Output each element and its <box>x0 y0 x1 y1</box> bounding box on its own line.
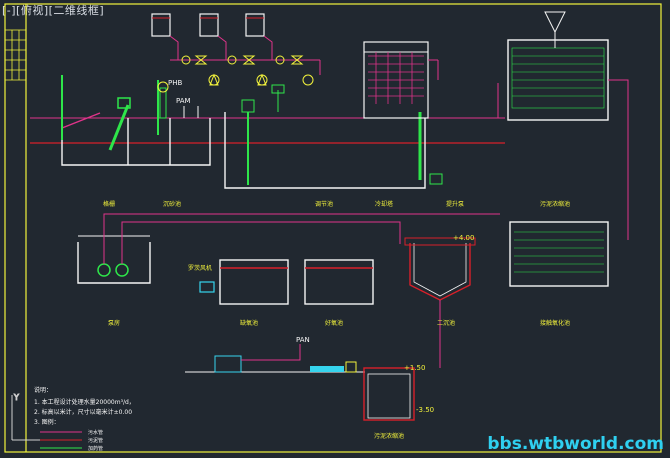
svg-text:Y: Y <box>13 393 19 402</box>
unit-labels-row1: 格栅 沉砂池 调节池 冷却塔 提升泵 污泥浓缩池 <box>103 200 570 208</box>
svg-text:沉砂池: 沉砂池 <box>163 200 181 208</box>
drawing-frame <box>4 3 662 453</box>
elevation-lamella: +1.50 <box>404 364 425 372</box>
legend-chemical: 加药管 <box>88 445 103 452</box>
legend-water: 污水管 <box>88 429 103 436</box>
legend-sludge: 污泥管 <box>88 437 103 444</box>
svg-text:调节池: 调节池 <box>315 200 333 208</box>
unit-labels-row2: 泵房 缺氧池 好氧池 二沉池 接触氧化池 <box>108 319 570 327</box>
elevation-base: -3.50 <box>416 406 434 414</box>
notes-line-1: 1. 本工程设计处理水量20000m³/d， <box>34 398 135 406</box>
label-pam-lower: PAN <box>296 336 310 344</box>
svg-text:二沉池: 二沉池 <box>437 319 455 327</box>
svg-text:污泥浓缩池: 污泥浓缩池 <box>374 432 404 440</box>
viewport-control-label[interactable]: [-][俯视][二维线框] <box>2 4 105 17</box>
notes-block: 说明： 1. 本工程设计处理水量20000m³/d， 2. 标高以米计，尺寸以毫… <box>34 386 135 426</box>
legend: 污水管 污泥管 加药管 <box>40 429 103 452</box>
blower: 罗茨风机 <box>188 264 215 293</box>
svg-text:冷却塔: 冷却塔 <box>375 200 393 208</box>
screen-equipment <box>61 75 169 151</box>
lower-process-line: PAN <box>185 336 365 373</box>
svg-text:泵房: 泵房 <box>108 319 120 327</box>
site-watermark: bbs.wtbworld.com <box>487 434 664 454</box>
notes-heading: 说明： <box>34 386 52 394</box>
svg-text:缺氧池: 缺氧池 <box>240 319 258 327</box>
pam-feed-top: PHB PAM <box>168 79 199 118</box>
svg-text:提升泵: 提升泵 <box>446 200 464 208</box>
main-flow-lines <box>30 83 505 144</box>
label-pam-top: PAM <box>176 97 191 105</box>
svg-text:格栅: 格栅 <box>103 200 115 208</box>
svg-text:污泥浓缩池: 污泥浓缩池 <box>540 200 570 208</box>
cooling-tower <box>363 41 439 119</box>
gauge-pump-icons <box>209 73 267 86</box>
sedimentation-tank <box>507 11 629 240</box>
notes-line-2: 2. 标高以米计，尺寸以毫米计±0.00 <box>34 408 132 416</box>
elevation-tower: +4.00 <box>453 234 474 242</box>
notes-line-3: 3. 图例： <box>34 418 60 426</box>
label-phb: PHB <box>168 79 182 87</box>
dosing-pumps <box>181 55 314 86</box>
dosing-lines <box>169 35 321 75</box>
regulating-tank-equipment <box>241 84 443 185</box>
contact-oxidation-tank <box>509 221 609 287</box>
sludge-thickener: +1.50 -3.50 污泥浓缩池 <box>363 364 434 440</box>
pump-room <box>77 213 500 284</box>
svg-text:罗茨风机: 罗茨风机 <box>188 264 212 272</box>
aeration-tanks <box>219 259 374 305</box>
secondary-clarifier: +4.00 <box>404 234 476 368</box>
dosing-tanks <box>151 13 265 37</box>
svg-text:接触氧化池: 接触氧化池 <box>540 319 570 327</box>
svg-text:好氧池: 好氧池 <box>325 319 343 327</box>
inlet-grid-chamber <box>61 112 211 166</box>
regulating-tank <box>224 112 426 189</box>
